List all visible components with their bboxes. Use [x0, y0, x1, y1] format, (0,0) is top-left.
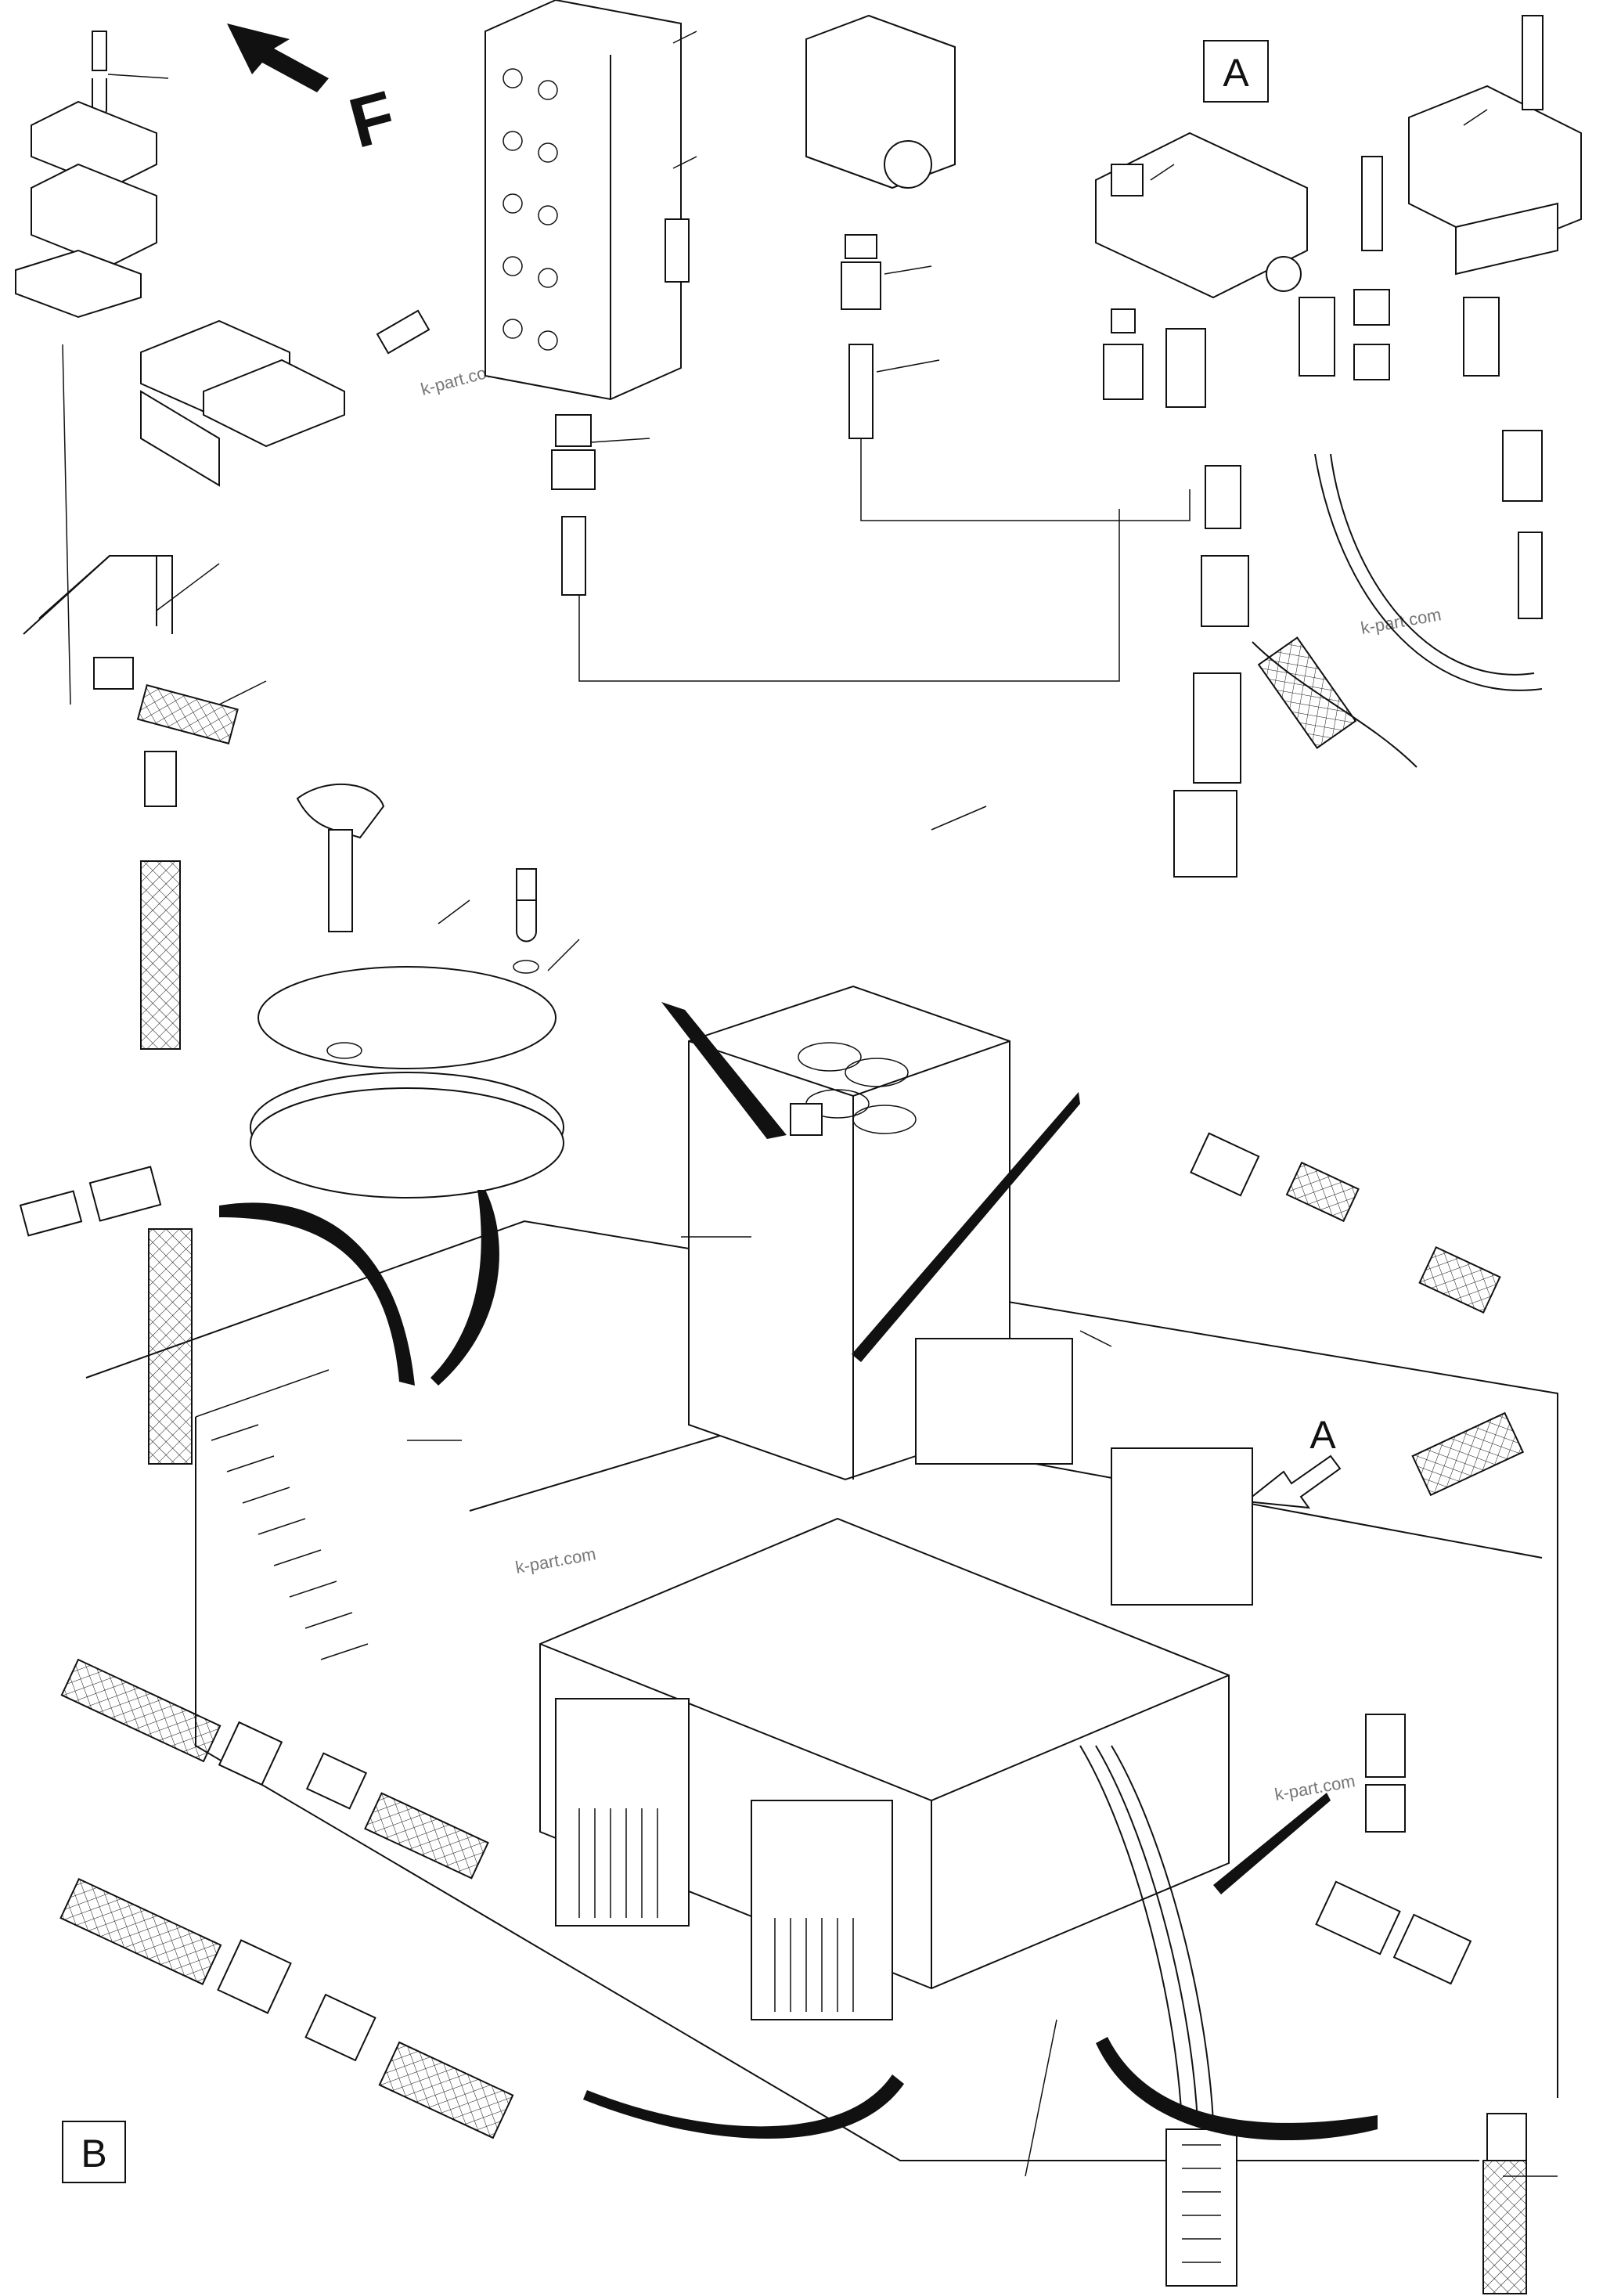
- front-direction-arrow: F: [227, 23, 403, 164]
- watermark-2: k-part.com: [1360, 604, 1443, 638]
- fitting-stack: [1103, 156, 1543, 878]
- callout-box-a: A: [1203, 40, 1269, 103]
- valve-block: [484, 0, 690, 596]
- watermark-3: k-part.com: [514, 1544, 598, 1577]
- solenoid-valve-1: [805, 14, 956, 439]
- tank-cover: [250, 868, 564, 1198]
- pipe-lines-top: [578, 438, 1543, 768]
- callout-box-a-label: A: [1223, 51, 1249, 95]
- pipe-clamp-assembly: [15, 31, 430, 705]
- callout-box-b-label: B: [81, 2132, 106, 2175]
- front-marker-label: F: [341, 77, 403, 164]
- arrow-a-marker: A: [1244, 1413, 1342, 1509]
- solenoid-valve-2: [1095, 132, 1308, 299]
- leader-lines: [156, 31, 1558, 2177]
- filler-assembly: [23, 555, 385, 1050]
- solenoid-valve-3: [1408, 15, 1582, 276]
- control-valve-bank: [539, 1517, 1230, 2020]
- flow-arrows: [219, 1002, 1378, 2141]
- reservoir-box: [688, 985, 1253, 1606]
- callout-box-b: B: [62, 2121, 126, 2183]
- bottom-left-hoses: [59, 1658, 514, 2139]
- right-hoses: [1190, 1132, 1527, 2294]
- watermark-4: k-part.com: [1273, 1771, 1357, 1804]
- left-hose: [19, 1166, 193, 1465]
- valve-detail: [1079, 1745, 1237, 2287]
- arrow-a-label: A: [1309, 1413, 1336, 1457]
